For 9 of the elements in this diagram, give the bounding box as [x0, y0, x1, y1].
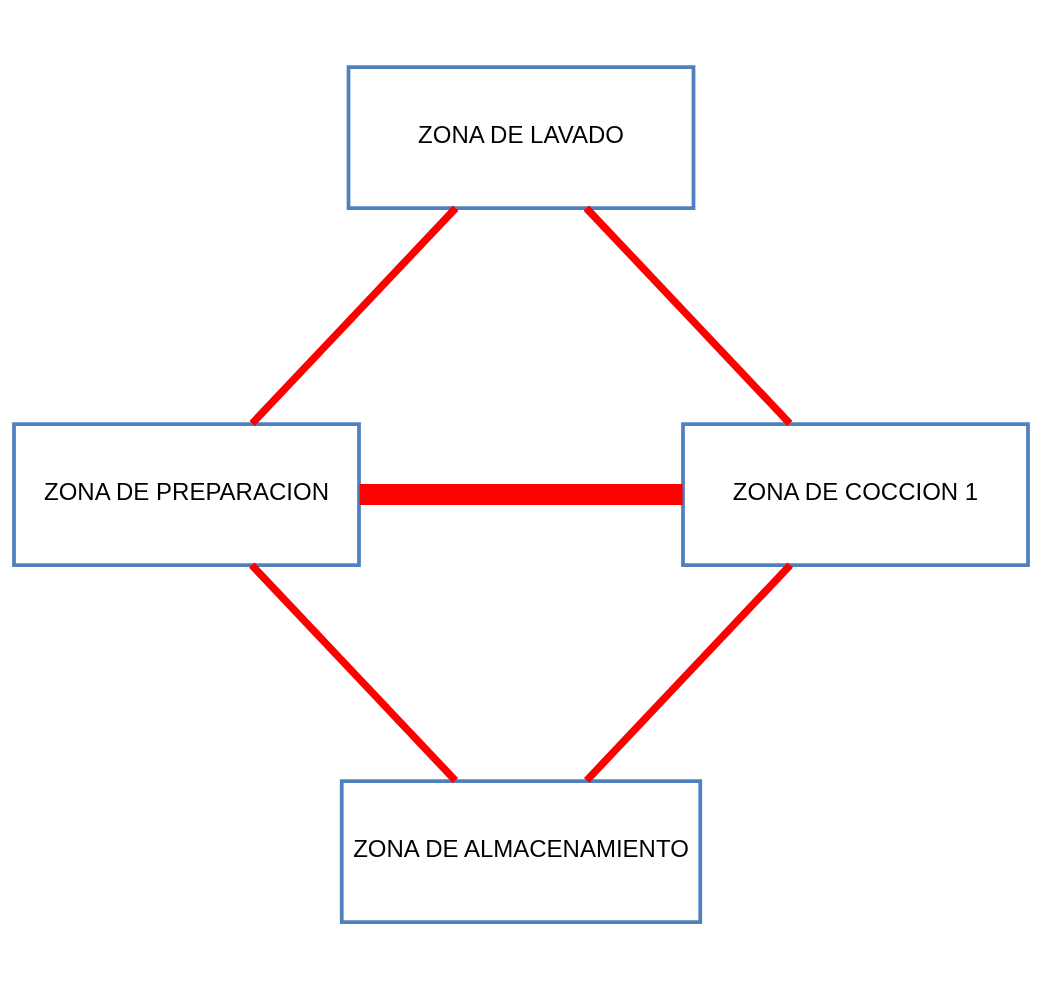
node-box: ZONA DE LAVADO — [346, 65, 696, 210]
connector — [249, 205, 459, 427]
node-box: ZONA DE PREPARACION — [12, 422, 361, 567]
node-box: ZONA DE ALMACENAMIENTO — [339, 779, 703, 924]
node-box: ZONA DE COCCION 1 — [681, 422, 1030, 567]
connector — [583, 205, 793, 427]
connector — [583, 562, 793, 784]
connector — [359, 484, 683, 505]
connector — [249, 562, 459, 784]
